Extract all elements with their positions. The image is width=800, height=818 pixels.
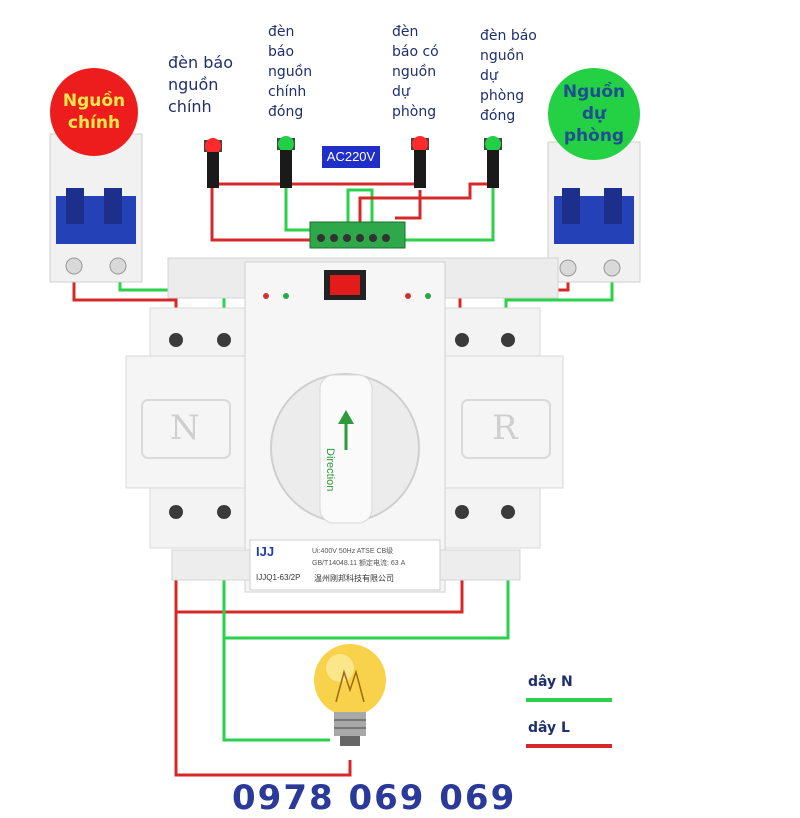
spec-line-2: GB/T14048.11 额定电流: 63 A [312, 560, 406, 567]
switch-letter-r: R [492, 408, 518, 448]
wire-red-top-2 [212, 168, 422, 186]
main-source-circle: Nguồn chính [50, 68, 138, 156]
legend-n-label: dây N [528, 674, 573, 690]
label-indicator-backup-closed: đèn báo nguồn dự phòng đóng [480, 28, 537, 124]
legend-l-label: dây L [528, 720, 570, 736]
spec-line-1: Ui:400V 50Hz ATSE CB级 [312, 548, 394, 555]
indicator-lamps [204, 136, 502, 188]
terminal-block [309, 221, 406, 249]
footer-phone: 0978 069 069 [232, 778, 517, 818]
label-indicator-main-source: đèn báo nguồn chính [168, 53, 233, 116]
breaker-main [49, 133, 143, 283]
lamp-red-2 [411, 136, 429, 188]
wire-red-top-3 [395, 190, 422, 220]
switch-letter-n: N [170, 408, 200, 448]
wire-red-load-left [174, 560, 352, 777]
light-bulb [314, 644, 386, 746]
breaker-backup [547, 141, 641, 283]
ats-switch-body [125, 257, 564, 593]
maker-text: 温州刚邦科技有限公司 [314, 574, 394, 583]
lamp-green-1 [277, 136, 295, 188]
wire-green-load-left [222, 560, 330, 742]
wire-green-load-right [224, 560, 510, 640]
wire-green-top-3 [346, 188, 374, 226]
backup-source-circle: Nguồn dự phòng [548, 68, 640, 160]
wire-red-top-4 [358, 182, 493, 226]
wiring-diagram [49, 133, 641, 777]
label-indicator-backup-present: đèn báo có nguồn dự phòng [392, 24, 439, 120]
direction-text: Direction [324, 448, 336, 492]
model-text: IJJQ1-63/2P [256, 573, 301, 582]
lamp-red-1 [204, 138, 222, 188]
wire-green-top-2 [398, 188, 495, 242]
label-indicator-main-closed: đèn báo nguồn chính đóng [268, 24, 313, 120]
lamp-green-2 [484, 136, 502, 188]
brand-logo: IJJ [256, 544, 275, 559]
voltage-badge: AC220V [322, 146, 380, 168]
